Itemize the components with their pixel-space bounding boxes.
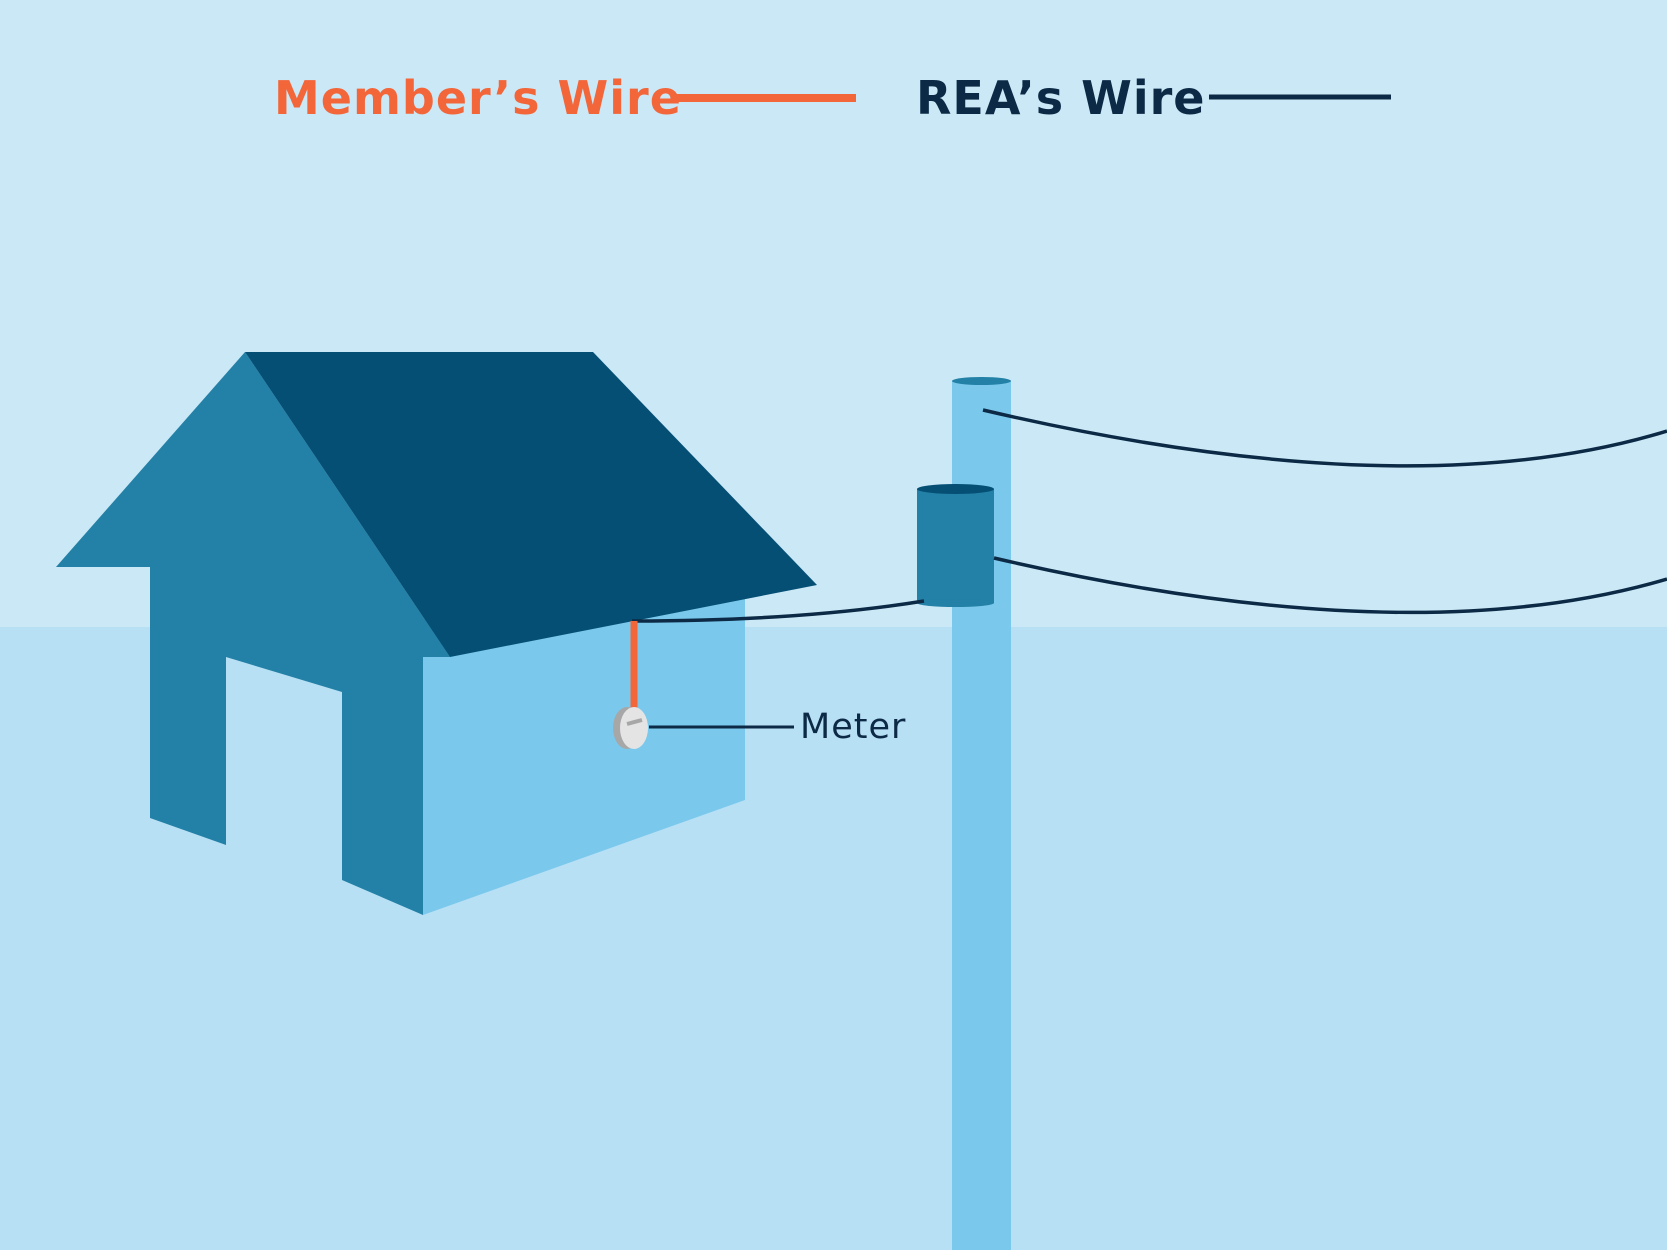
meter-label: Meter: [800, 707, 907, 747]
house-front-wall: [56, 352, 450, 915]
rea-service-drop: [631, 599, 925, 623]
ground-background: [0, 627, 1667, 1250]
transformer-bottom: [917, 599, 994, 607]
transformer-body: [917, 489, 994, 603]
utility-pole: [917, 377, 1011, 1250]
meter-icon: [613, 707, 648, 749]
rea-upper-line: [982, 408, 1667, 468]
member-wire-legend-label: Member’s Wire: [274, 71, 682, 125]
rea-lower-line: [993, 556, 1667, 615]
house-side-wall: [423, 562, 745, 915]
house: [56, 352, 817, 915]
rea-wire-legend-label: REA’s Wire: [916, 71, 1206, 125]
pole-top: [952, 377, 1011, 385]
house-roof: [245, 352, 817, 657]
transformer-top: [917, 484, 994, 494]
